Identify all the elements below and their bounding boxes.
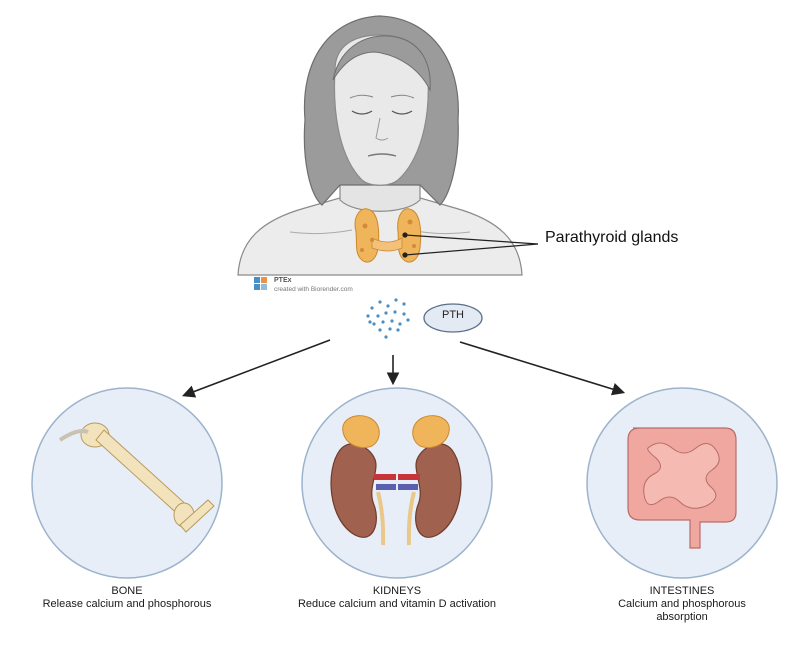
pth-dot [366,314,370,318]
pth-dot [402,302,406,306]
gland-pointer-line-upper [404,234,539,245]
bone-caption: BONE Release calcium and phosphorous [27,585,227,611]
pth-dot [384,335,388,339]
nose [375,117,389,141]
bone-panel [31,387,223,579]
intestines-caption: INTESTINES Calcium and phosphorous absor… [582,585,782,624]
kidneys-description: Reduce calcium and vitamin D activation [297,598,497,610]
bone-icon [58,422,215,533]
pth-dot [384,311,388,315]
pth-badge [423,303,483,333]
parathyroid-glands-label: Parathyroid glands [545,229,679,246]
pth-dot [390,319,394,323]
intestines-description-line-1: Calcium and phosphorous [618,598,746,610]
left-eye [351,110,373,115]
pth-dot [378,300,382,304]
gland-pointer-line-lower [404,243,539,256]
bone-description: Release calcium and phosphorous [42,598,212,610]
left-brow [349,94,374,99]
pth-dot [368,320,372,324]
pth-dot [394,298,398,302]
arrow-to-intestines [459,341,626,396]
pth-dot [393,310,397,314]
intestines-description-line-2: absorption [656,611,708,623]
intestines-title: INTESTINES [649,585,715,597]
pth-dot [378,328,382,332]
face [333,34,429,186]
bone-circle [31,387,223,579]
pth-dot [370,306,374,310]
intestines-panel [586,387,778,579]
arrow-to-bone [182,339,331,398]
pth-hormone-dots [366,298,410,339]
bone-title: BONE [111,585,143,597]
kidneys-title: KIDNEYS [372,585,422,597]
hair-fringe [332,35,431,92]
pth-dot [388,327,392,331]
collarbone-left [289,229,353,235]
kidneys-icon [330,415,462,546]
intestines-icon [627,427,737,549]
pth-dot [396,328,400,332]
mouth [367,153,397,157]
pth-dot [381,320,385,324]
pth-dot [386,304,390,308]
biorender-logo-icon [254,277,267,290]
pth-label: PTH [442,309,464,321]
kidneys-caption: KIDNEYS Reduce calcium and vitamin D act… [282,585,512,611]
pth-dot [406,318,410,322]
pth-dot [402,312,406,316]
pth-dot [372,322,376,326]
pth-dot [398,322,402,326]
right-brow [390,94,415,99]
pth-dot [376,314,380,318]
right-eye [391,110,413,115]
kidneys-panel [301,387,493,579]
woman-illustration [237,15,539,276]
watermark-name: PTEx [274,277,292,284]
watermark-credit: created with Biorender.com [274,286,353,293]
